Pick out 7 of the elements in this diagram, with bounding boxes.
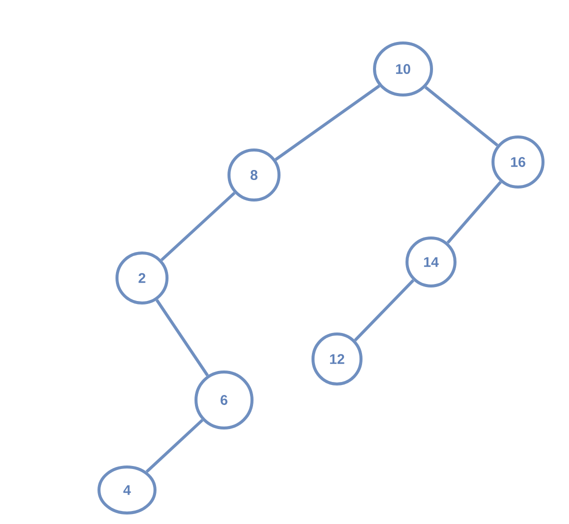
edge-line [156,299,209,376]
edge-line [354,279,414,342]
edge-line [424,86,498,146]
edge-line [274,84,380,161]
edge-line [160,192,236,262]
edge-line [146,418,204,473]
edge-line [446,181,502,244]
